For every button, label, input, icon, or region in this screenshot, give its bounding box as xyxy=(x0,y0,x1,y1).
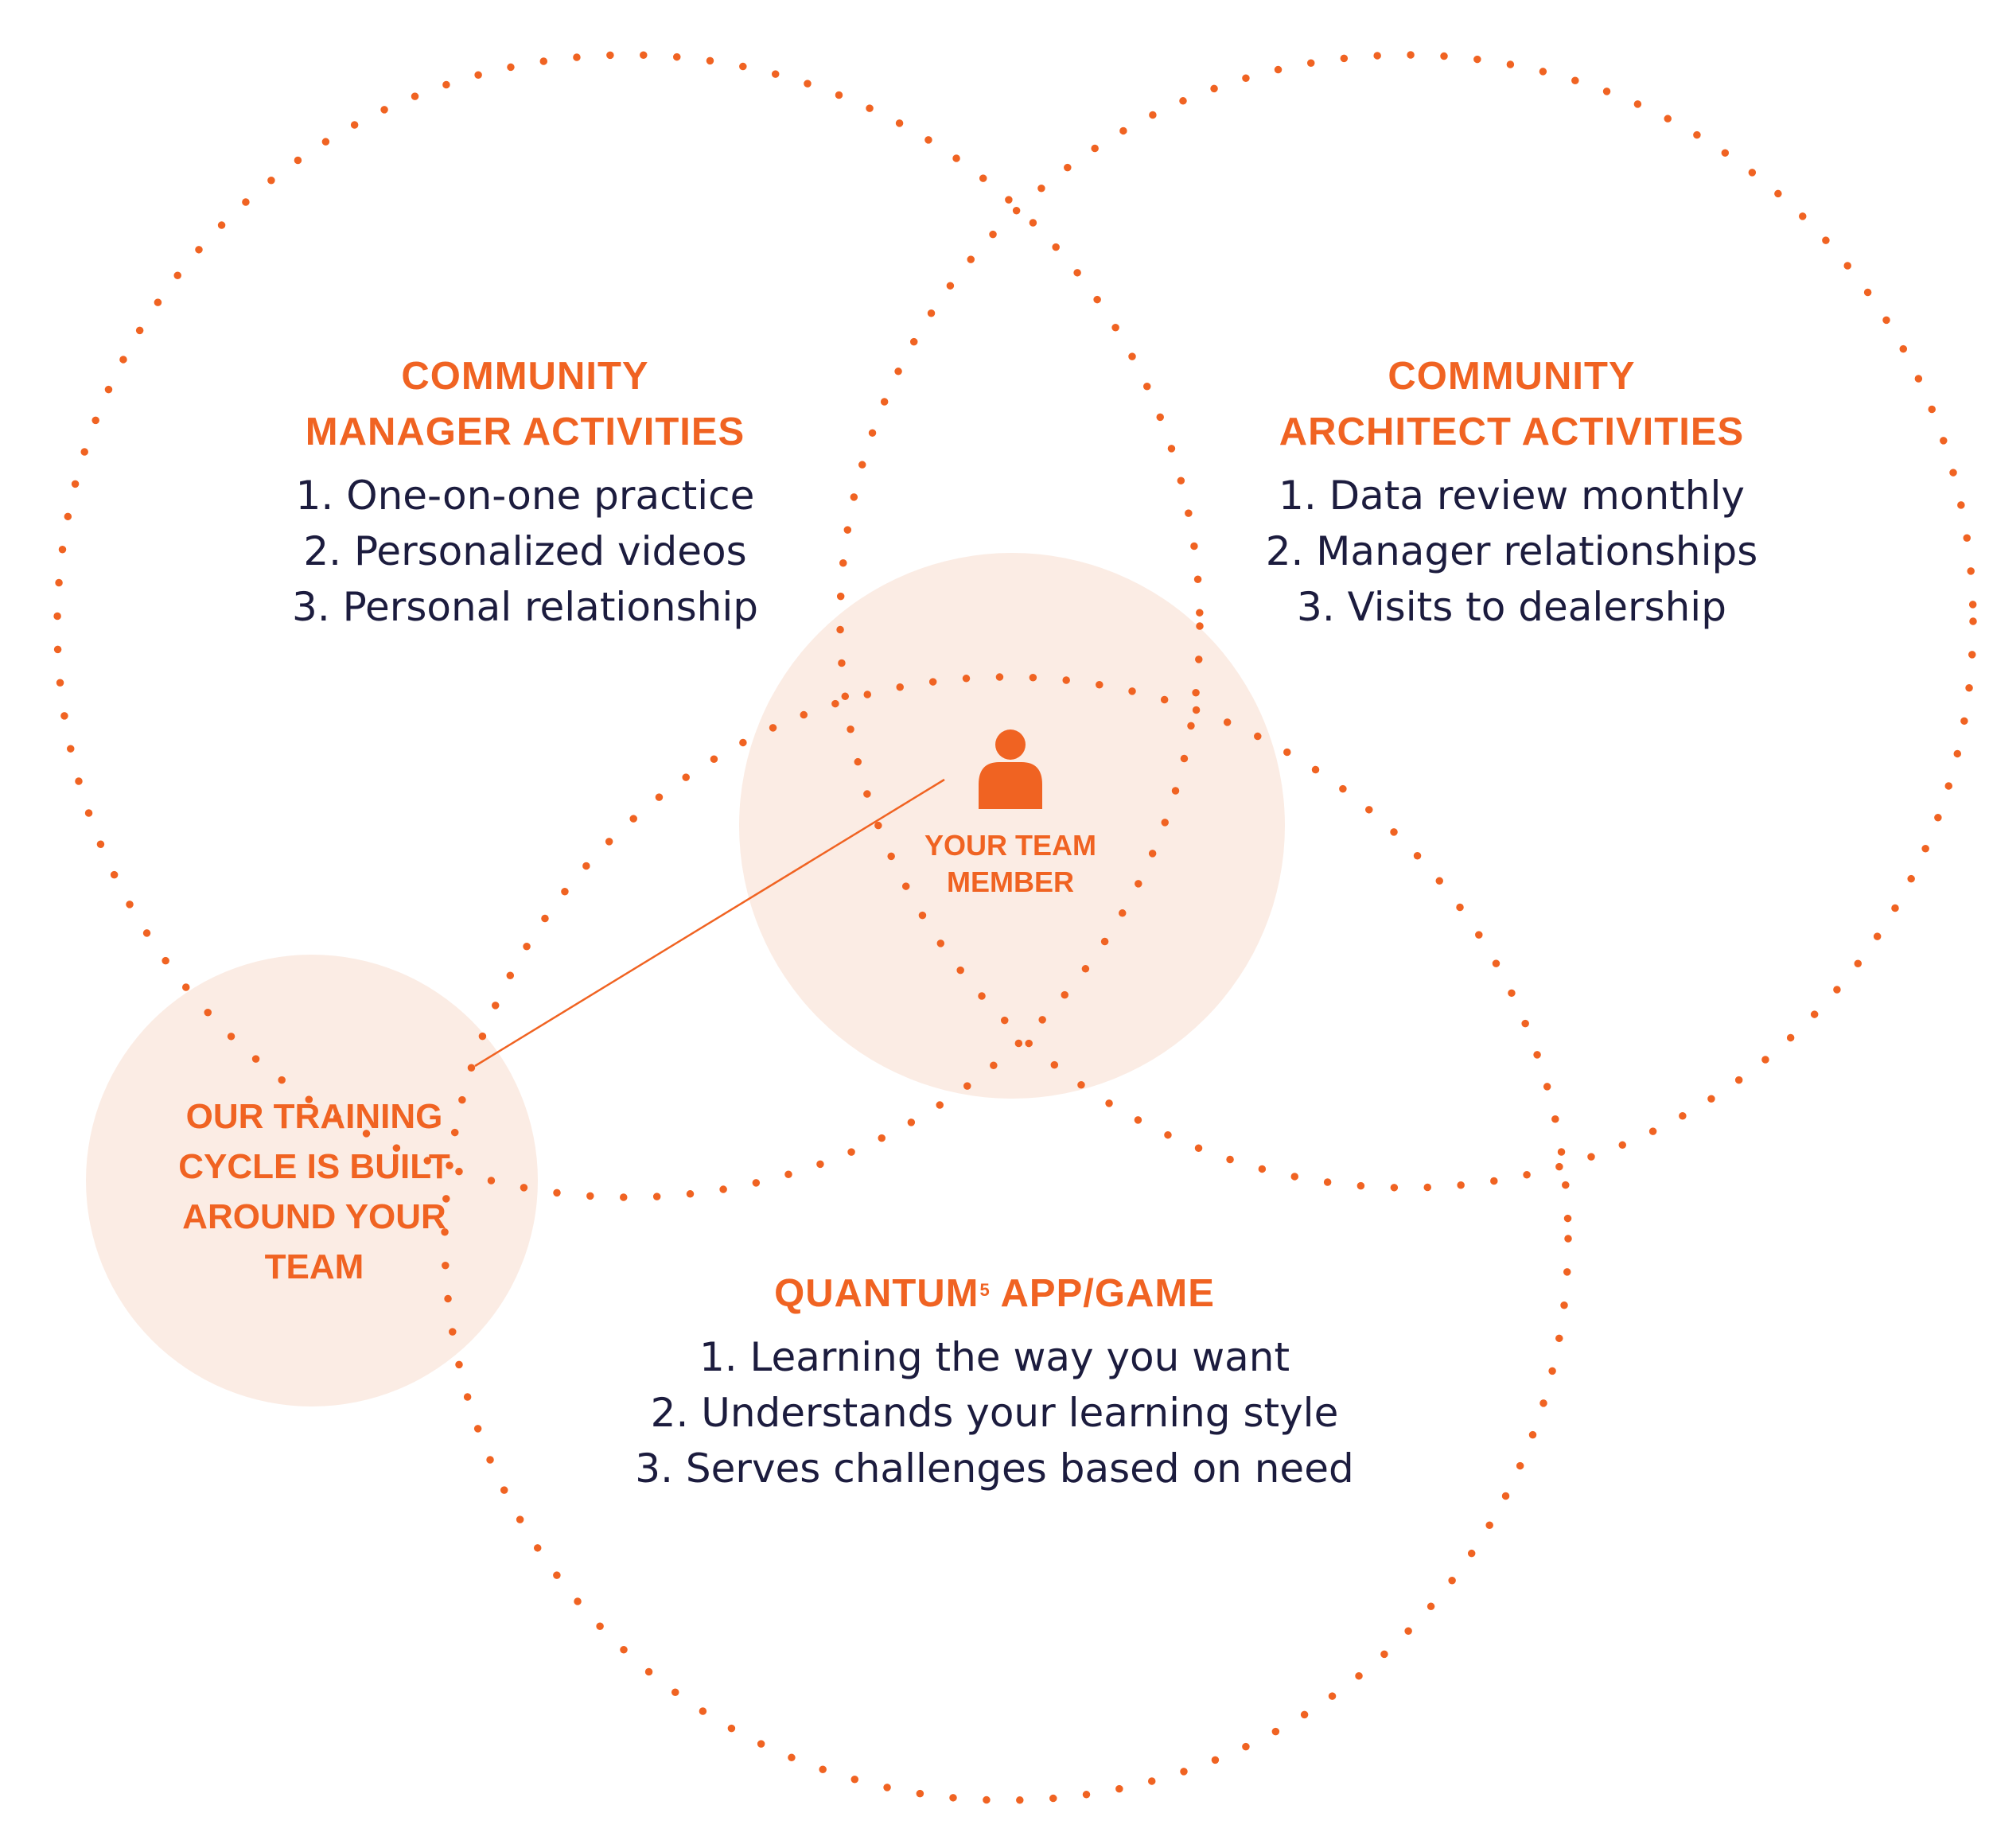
heading-line: ARCHITECT ACTIVITIES xyxy=(1279,410,1745,453)
label-line: OUR TRAINING xyxy=(185,1097,443,1136)
manager-activities-list: 1. One-on-one practice 2. Personalized v… xyxy=(231,468,819,635)
team-member-label: YOUR TEAM MEMBER xyxy=(851,827,1170,901)
label-line: CYCLE IS BUILT xyxy=(178,1147,450,1186)
heading-line: COMMUNITY xyxy=(1388,355,1636,398)
manager-activities-heading: COMMUNITY MANAGER ACTIVITIES xyxy=(231,348,819,460)
heading-line: COMMUNITY xyxy=(401,355,649,398)
architect-activities-block: COMMUNITY ARCHITECT ACTIVITIES 1. Data r… xyxy=(1217,348,1806,635)
list-item: 2. Manager relationships xyxy=(1265,528,1758,574)
quantum-app-list: 1. Learning the way you want 2. Understa… xyxy=(573,1329,1416,1496)
label-line: YOUR TEAM xyxy=(924,829,1096,862)
list-item: 3. Personal relationship xyxy=(292,584,758,630)
architect-activities-ring xyxy=(836,51,1977,1192)
list-item: 3. Serves challenges based on need xyxy=(635,1445,1354,1492)
connector-line xyxy=(474,778,945,1068)
list-item: 2. Understands your learning style xyxy=(650,1390,1339,1436)
person-icon xyxy=(979,729,1042,809)
architect-activities-heading: COMMUNITY ARCHITECT ACTIVITIES xyxy=(1217,348,1806,460)
heading-main: QUANTUM xyxy=(774,1272,979,1315)
list-item: 1. One-on-one practice xyxy=(295,473,755,519)
label-line: MEMBER xyxy=(947,866,1074,898)
quantum-app-heading: QUANTUM5 APP/GAME xyxy=(573,1266,1416,1321)
label-line: AROUND YOUR xyxy=(182,1197,446,1236)
heading-superscript: 5 xyxy=(979,1280,991,1300)
heading-line: MANAGER ACTIVITIES xyxy=(305,410,745,453)
manager-activities-block: COMMUNITY MANAGER ACTIVITIES 1. One-on-o… xyxy=(231,348,819,635)
heading-rest: APP/GAME xyxy=(990,1272,1215,1315)
quantum-app-ring xyxy=(441,673,1572,1804)
list-item: 3. Visits to dealership xyxy=(1297,584,1726,630)
manager-activities-ring xyxy=(53,51,1204,1201)
team-member-highlight xyxy=(739,553,1285,1099)
architect-activities-list: 1. Data review monthly 2. Manager relati… xyxy=(1217,468,1806,635)
list-item: 1. Data review monthly xyxy=(1279,473,1745,519)
list-item: 2. Personalized videos xyxy=(303,528,747,574)
training-cycle-label: OUR TRAINING CYCLE IS BUILT AROUND YOUR … xyxy=(119,1091,509,1292)
quantum-app-block: QUANTUM5 APP/GAME 1. Learning the way yo… xyxy=(573,1266,1416,1496)
list-item: 1. Learning the way you want xyxy=(699,1334,1290,1380)
label-line: TEAM xyxy=(264,1247,364,1286)
training-cycle-highlight xyxy=(86,955,538,1406)
